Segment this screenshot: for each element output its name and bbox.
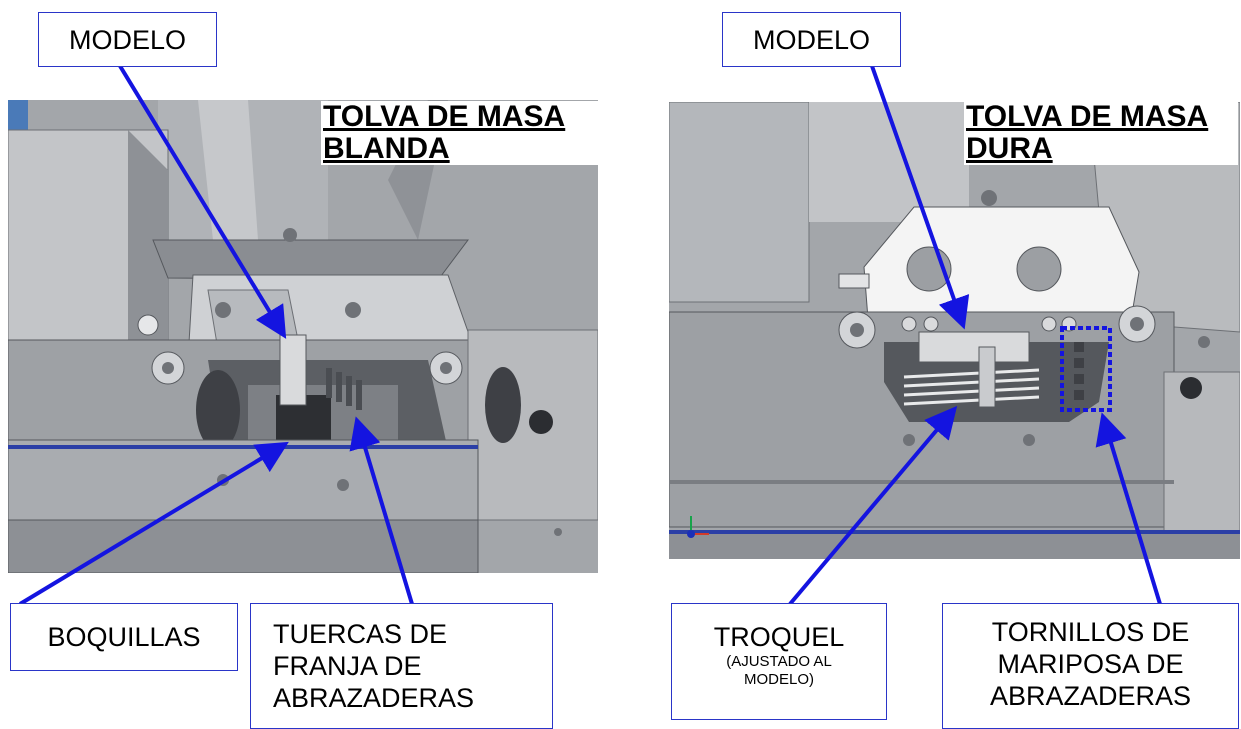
tornillos-highlight-box [1060,326,1112,412]
callout-troquel-note-line1: (AJUSTADO AL [726,653,832,670]
callout-tornillos-line2: MARIPOSA DE [997,649,1184,679]
callout-left-modelo: MODELO [38,12,217,67]
left-title-line2: BLANDA [323,132,450,165]
callout-tuercas: TUERCAS DE FRANJA DE ABRAZADERAS [250,603,553,729]
right-title: TOLVA DE MASA DURA [964,101,1238,165]
callout-troquel-text: TROQUEL [713,622,845,652]
right-title-line1: TOLVA DE MASA [966,100,1209,133]
right-title-line2: DURA [966,132,1053,165]
left-title: TOLVA DE MASA BLANDA [321,101,599,165]
callout-tuercas-line1: TUERCAS DE [273,619,448,649]
arrow-right-troquel [788,405,958,606]
callout-troquel-note-line2: MODELO) [743,671,814,688]
callout-tuercas-line3: ABRAZADERAS [273,683,475,713]
callout-tornillos-line1: TORNILLOS DE [991,617,1190,647]
arrow-left-modelo [118,64,287,339]
callout-right-modelo: MODELO [722,12,901,67]
arrow-left-tuercas [349,416,414,605]
callout-tornillos-line3: ABRAZADERAS [989,681,1192,711]
callout-right-modelo-text: MODELO [752,24,871,55]
callout-tuercas-line2: FRANJA DE [273,651,422,681]
callout-troquel: TROQUEL (AJUSTADO AL MODELO) [671,603,887,720]
callout-tornillos: TORNILLOS DE MARIPOSA DE ABRAZADERAS [942,603,1239,729]
arrow-left-boquillas [18,441,289,606]
callout-boquillas: BOQUILLAS [10,603,238,671]
left-title-line1: TOLVA DE MASA [323,100,566,133]
right-machine-render [669,102,1240,559]
callout-boquillas-text: BOQUILLAS [47,622,201,652]
callout-left-modelo-text: MODELO [68,24,187,55]
arrow-right-tornillos [1095,412,1162,605]
arrow-right-modelo [870,65,970,330]
